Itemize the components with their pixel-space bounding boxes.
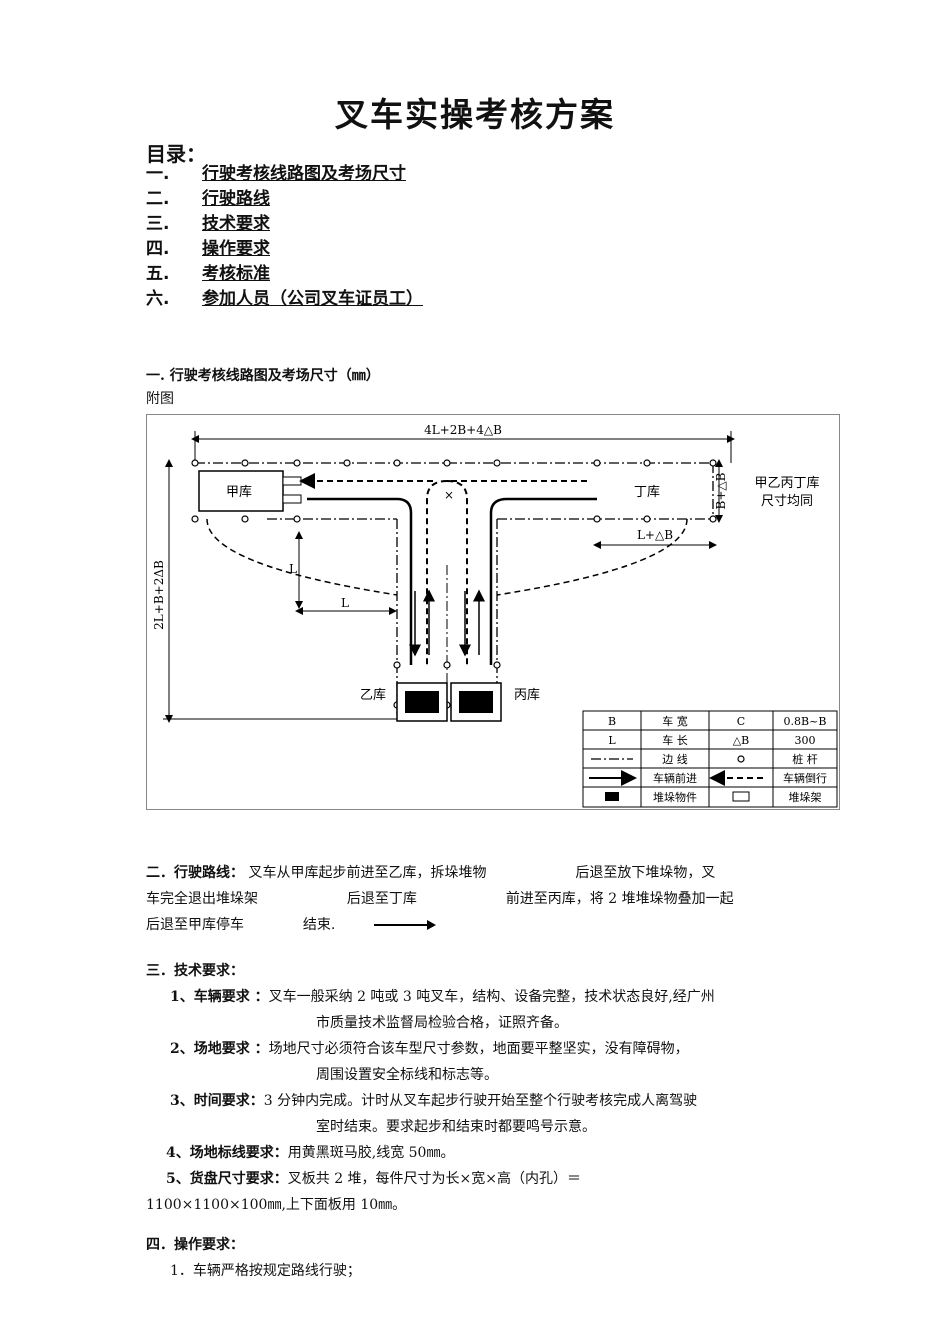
right-dimension-label: B+△B: [714, 472, 728, 509]
stake-pole-icon: [737, 755, 745, 763]
requirement-text: 场地尺寸必须符合该车型尺寸参数，地面要平整坚实，没有障碍物，: [268, 1041, 689, 1057]
legend-cell: L: [608, 734, 616, 747]
stake-poles: [191, 459, 717, 709]
yi-stacked-goods: [405, 691, 439, 713]
forward-arrow-icon: [373, 920, 436, 930]
l-vertical-label: L: [289, 562, 297, 576]
toc-item[interactable]: 五. 考核标准: [146, 262, 423, 287]
left-dimension-label: 2L+B+2ΔB: [152, 560, 166, 630]
toc-item[interactable]: 一. 行驶考核线路图及考场尺寸: [146, 162, 423, 187]
svg-text:×: ×: [444, 488, 454, 502]
route-text: 车完全退出堆垛架: [146, 891, 258, 907]
requirement-text: 3 分钟内完成。计时从叉车起步行驶开始至整个行驶考核完成人离驾驶: [263, 1093, 698, 1109]
requirement-label: 2、场地要求 ：: [170, 1041, 269, 1057]
requirement-text: 市质量技术监督局检验合格，证照齐备。: [316, 1015, 568, 1031]
route-text: 叉车从甲库起步前进至乙库，拆垛堆物: [248, 865, 487, 881]
requirement-text: 用黄黑斑马胶,线宽 50㎜。: [287, 1145, 455, 1161]
toc-number: 二.: [146, 189, 170, 209]
legend-cell: 0.8B~B: [784, 715, 827, 728]
legend-cell: 车 宽: [662, 714, 688, 728]
toc-item[interactable]: 六. 参加人员（公司叉车证员工）: [146, 287, 423, 312]
legend-cell: 车辆前进: [653, 771, 697, 785]
forward-route: [307, 497, 413, 665]
legend-cell: C: [737, 715, 745, 728]
yi-warehouse-label: 乙库: [360, 687, 386, 703]
l-horizontal-label: L: [341, 596, 349, 610]
legend-cell: B: [608, 715, 616, 728]
section3-heading: 三．技术要求：: [146, 963, 244, 979]
legend-cell: △B: [733, 734, 750, 747]
reverse-route: [426, 480, 587, 665]
section4-heading: 四．操作要求：: [146, 1237, 244, 1253]
route-text: 后退至放下堆垛物，叉: [575, 865, 716, 881]
requirement-label: 1、车辆要求 ：: [170, 989, 269, 1005]
ding-warehouse-label: 丁库: [634, 484, 660, 500]
section1-heading: 一. 行驶考核线路图及考场尺寸（㎜）: [146, 368, 380, 384]
section2: 二．行驶路线： 叉车从甲库起步前进至乙库，拆垛堆物 后退至放下堆垛物，叉 车完全…: [146, 860, 836, 938]
toc-link[interactable]: 技术要求: [202, 214, 270, 234]
requirement-text: 室时结束。要求起步和结束时都要鸣号示意。: [316, 1119, 596, 1135]
legend-cell: 300: [795, 734, 816, 747]
toc-item[interactable]: 二. 行驶路线: [146, 187, 423, 212]
section4: 四．操作要求： 1．车辆严格按规定路线行驶；: [146, 1232, 836, 1284]
toc-link[interactable]: 操作要求: [202, 239, 270, 259]
operation-item: 1．车辆严格按规定路线行驶；: [170, 1263, 361, 1279]
toc-link[interactable]: 行驶考核线路图及考场尺寸: [202, 164, 406, 184]
requirement-text: 叉板共 2 堆，每件尺寸为长×宽×高（内孔）＝: [287, 1171, 582, 1187]
route-text: 前进至丙库，将 2 堆堆垛物叠加一起: [505, 891, 734, 907]
legend-cell: 堆垛物件: [653, 790, 697, 804]
requirement-text: 周围设置安全标线和标志等。: [316, 1067, 498, 1083]
stacking-rack-icon: [732, 791, 750, 802]
toc-item[interactable]: 四. 操作要求: [146, 237, 423, 262]
toc-link[interactable]: 行驶路线: [202, 189, 270, 209]
figure-label: 附图: [146, 391, 174, 407]
requirement-label: 4、场地标线要求：: [166, 1145, 288, 1161]
toc-number: 四.: [146, 239, 170, 259]
size-note-line2: 尺寸均同: [761, 494, 813, 509]
legend-cell: 边 线: [662, 752, 688, 766]
legend-cell: 车辆倒行: [783, 771, 827, 785]
table-of-contents: 一. 行驶考核线路图及考场尺寸 二. 行驶路线 三. 技术要求 四. 操作要求 五. 考核…: [146, 162, 423, 312]
document-title: 叉车实操考核方案: [335, 95, 615, 134]
bottom-right-dimension-label: L+△B: [637, 528, 673, 542]
toc-heading: 目录：: [146, 142, 206, 166]
route-text: 后退至甲库停车: [146, 917, 244, 933]
section3: 三．技术要求： 1、车辆要求 ：叉车一般采纳 2 吨或 3 吨叉车，结构、设备完…: [146, 958, 836, 1218]
route-text: 后退至丁库: [346, 891, 417, 907]
toc-number: 五.: [146, 264, 170, 284]
legend-cell: 车 长: [662, 733, 688, 747]
toc-number: 六.: [146, 289, 170, 309]
bing-stacked-goods: [459, 691, 493, 713]
legend-table: B 车 宽 C 0.8B~B L 车 长 △B 300 边 线 桩 杆 车辆前进…: [582, 710, 838, 808]
toc-number: 一.: [146, 164, 170, 184]
toc-link[interactable]: 考核标准: [202, 264, 270, 284]
toc-number: 三.: [146, 214, 170, 234]
stacked-goods-icon: [605, 792, 619, 801]
toc-link[interactable]: 参加人员（公司叉车证员工）: [202, 289, 423, 309]
legend-cell: 桩 杆: [792, 752, 818, 766]
route-diagram-svg: 4L+2B+4△B 2L+B+2ΔB 甲库 丁库: [152, 423, 838, 808]
legend-cell: 堆垛架: [789, 791, 822, 804]
requirement-text: 1100×1100×100㎜,上下面板用 10㎜。: [146, 1197, 407, 1213]
size-note-line1: 甲乙丙丁库: [754, 475, 819, 491]
bing-warehouse-label: 丙库: [514, 687, 540, 703]
route-text: 结束.: [302, 917, 336, 933]
requirement-text: 叉车一般采纳 2 吨或 3 吨叉车，结构、设备完整，技术状态良好,经广州: [268, 989, 715, 1005]
route-diagram: 4L+2B+4△B 2L+B+2ΔB 甲库 丁库: [146, 414, 840, 810]
requirement-label: 3、时间要求：: [170, 1093, 264, 1109]
section2-heading: 二．行驶路线：: [146, 865, 244, 881]
toc-item[interactable]: 三. 技术要求: [146, 212, 423, 237]
jia-warehouse-label: 甲库: [226, 484, 252, 500]
top-dimension-label: 4L+2B+4△B: [424, 423, 502, 437]
jia-warehouse-box: [198, 470, 284, 512]
requirement-label: 5、货盘尺寸要求：: [166, 1171, 288, 1187]
